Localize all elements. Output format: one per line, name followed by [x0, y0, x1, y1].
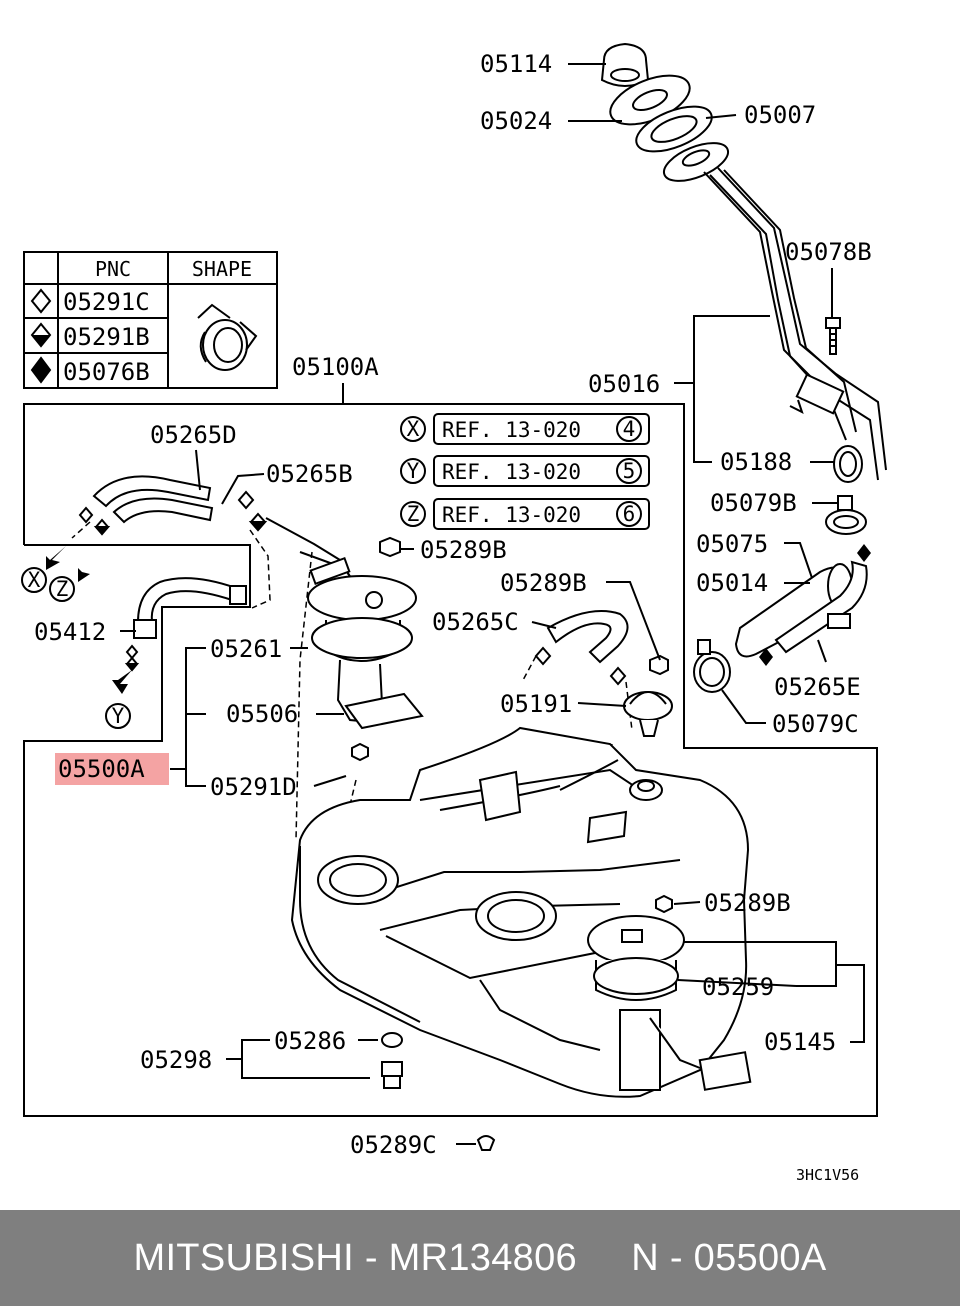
- callout-05289B-cap: 05289B: [500, 569, 587, 597]
- legend-table: [23, 251, 278, 389]
- callout-05259: 05259: [702, 973, 774, 1001]
- footer-part-number: MR134806: [388, 1236, 577, 1279]
- svg-text:X: X: [28, 568, 41, 592]
- callout-05261: 05261: [210, 635, 282, 663]
- outline-diamond-icon: [30, 288, 52, 314]
- bolt-05078B: [825, 317, 841, 355]
- assembly-frames: [23, 383, 878, 1117]
- drain-plug: [381, 1032, 403, 1089]
- svg-text:Z: Z: [56, 577, 69, 601]
- svg-text:5: 5: [623, 459, 636, 483]
- nut-05289B-3: [655, 894, 673, 914]
- filled-diamond-icon: [857, 544, 871, 562]
- footer-separator: -: [353, 1236, 389, 1279]
- callout-05500A: 05500A: [58, 755, 145, 783]
- breather-hose-05075: [774, 560, 868, 654]
- callout-05191: 05191: [500, 690, 572, 718]
- nut-05289B-2: [649, 654, 669, 676]
- svg-text:Z: Z: [407, 502, 420, 526]
- view-arrows: [46, 546, 132, 694]
- ref-box-x: X REF. 13-020 4: [400, 413, 650, 445]
- callout-05114: 05114: [480, 50, 552, 78]
- nut-05289B: [379, 536, 401, 558]
- clip-05289C: [476, 1135, 496, 1151]
- callout-05145: 05145: [764, 1028, 836, 1056]
- svg-text:X: X: [407, 417, 420, 441]
- svg-text:Y: Y: [112, 704, 125, 728]
- callout-05289C: 05289C: [350, 1131, 437, 1159]
- hose-clamp-05188: [833, 445, 863, 483]
- target-part-highlight: [55, 753, 169, 785]
- footer-position: N - 05500A: [631, 1236, 827, 1279]
- hose-clamp-05079C: [693, 639, 731, 693]
- callout-05265C: 05265C: [432, 608, 519, 636]
- legend-pnc-2: 05291B: [63, 323, 150, 351]
- callout-05100A: 05100A: [292, 353, 379, 381]
- hose-05265C: [546, 610, 629, 664]
- hose-clamp-05079B: [825, 495, 867, 535]
- svg-text:Y: Y: [407, 459, 420, 483]
- fuel-pump-assembly: [307, 556, 424, 730]
- cap-05191: [623, 691, 673, 737]
- callout-05188: 05188: [720, 448, 792, 476]
- callout-05014: 05014: [696, 569, 768, 597]
- callout-05286: 05286: [274, 1027, 346, 1055]
- footer-gap: [577, 1237, 631, 1280]
- view-marker-z: Z: [49, 576, 75, 602]
- svg-text:6: 6: [623, 502, 636, 526]
- tank-openings: [317, 779, 663, 941]
- nut-05291D: [351, 742, 369, 762]
- callout-05024: 05024: [480, 107, 552, 135]
- legend-pnc-1: 05291C: [63, 288, 150, 316]
- hose-05265D: [92, 475, 214, 524]
- callout-05007: 05007: [744, 101, 816, 129]
- ref-box-z: Z REF. 13-020 6: [400, 498, 650, 530]
- small-diamonds: [78, 490, 627, 686]
- callout-05412: 05412: [34, 618, 106, 646]
- svg-text:4: 4: [623, 417, 636, 441]
- legend-header-shape: SHAPE: [192, 257, 252, 281]
- diagram-code: 3HC1V56: [796, 1166, 859, 1184]
- sender-unit-05145: [587, 915, 685, 1001]
- callout-05079B: 05079B: [710, 489, 797, 517]
- callout-05506: 05506: [226, 700, 298, 728]
- fuel-cap: [600, 42, 650, 87]
- hose-05412: [133, 577, 247, 639]
- view-marker-y: Y: [105, 703, 131, 729]
- callout-05016: 05016: [588, 370, 660, 398]
- callout-05289B-tank: 05289B: [704, 889, 791, 917]
- callout-05289B-pump: 05289B: [420, 536, 507, 564]
- footer-bar: MITSUBISHI - MR134806 N - 05500A: [0, 1210, 960, 1306]
- callout-05291D: 05291D: [210, 773, 297, 801]
- filler-neck: [662, 142, 887, 481]
- ref-text-z: REF. 13-020: [442, 503, 581, 527]
- footer-brand: MITSUBISHI: [133, 1236, 354, 1279]
- legend-pnc-3: 05076B: [63, 358, 150, 386]
- parts-diagram: PNC SHAPE 05291C 05291B 05076B: [21, 42, 887, 1184]
- view-marker-x: X: [21, 567, 47, 593]
- callout-05265E: 05265E: [774, 673, 861, 701]
- ref-text-x: REF. 13-020: [442, 418, 581, 442]
- filled-diamond-icon: [759, 648, 773, 666]
- legend-header-pnc: PNC: [95, 257, 131, 281]
- callout-05075: 05075: [696, 530, 768, 558]
- callout-05078B: 05078B: [785, 238, 872, 266]
- filled-diamond-icon: [30, 356, 52, 384]
- callout-05265D: 05265D: [150, 421, 237, 449]
- filler-gasket: [635, 105, 713, 153]
- half-filled-diamond-icon: [30, 322, 52, 348]
- callout-05298: 05298: [140, 1046, 212, 1074]
- ref-text-y: REF. 13-020: [442, 460, 581, 484]
- callout-05079C: 05079C: [772, 710, 859, 738]
- ref-box-y: Y REF. 13-020 5: [400, 455, 650, 487]
- leader-lines: [120, 63, 865, 1145]
- hose-clamp-icon: [197, 303, 258, 371]
- callout-05265B: 05265B: [266, 460, 353, 488]
